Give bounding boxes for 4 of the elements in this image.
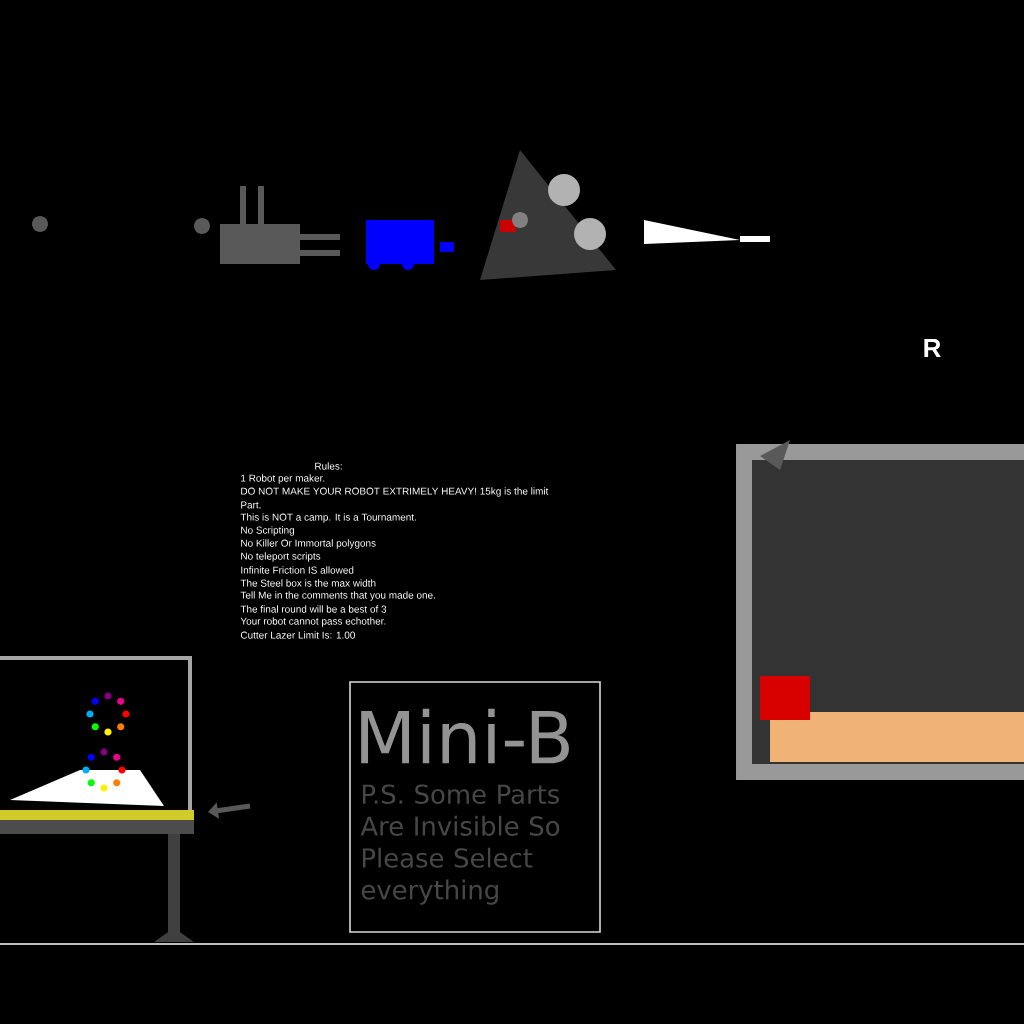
title-text: Mini-B xyxy=(361,708,569,764)
note-text: P.S. Some Parts Are Invisible So Please Select everything xyxy=(360,784,560,905)
text-box xyxy=(349,681,601,933)
letter: R xyxy=(924,339,941,357)
